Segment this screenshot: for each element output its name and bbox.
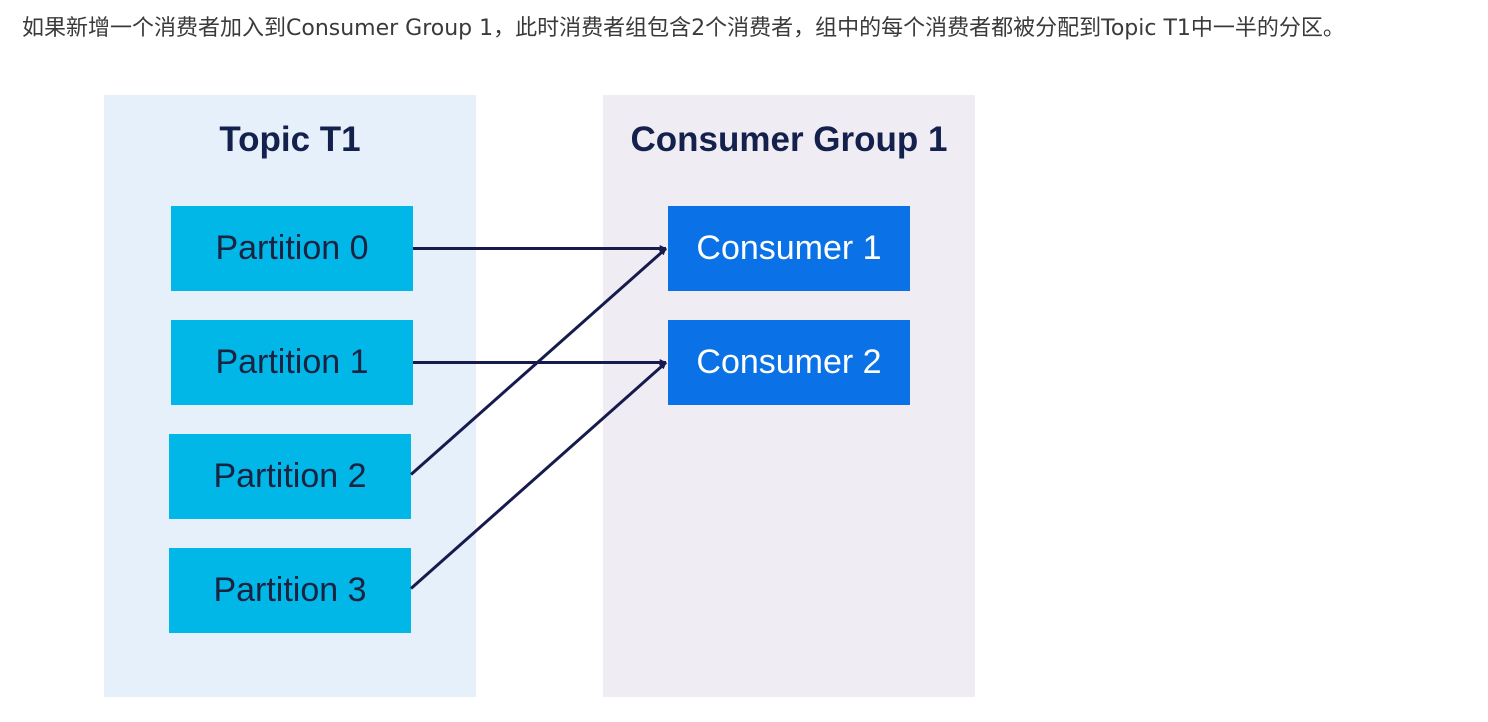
partition-1-box: Partition 1 [171,320,413,405]
topic-title: Topic T1 [219,120,361,159]
consumer-group-panel: Consumer Group 1 [603,95,975,697]
consumer-1-box: Consumer 1 [668,206,910,291]
consumer-2-box: Consumer 2 [668,320,910,405]
consumer-group-title: Consumer Group 1 [630,120,948,159]
partition-2-box: Partition 2 [169,434,411,519]
partition-0-box: Partition 0 [171,206,413,291]
partition-3-box: Partition 3 [169,548,411,633]
arrow-partition-3-to-consumer-2 [410,361,667,590]
arrow-partition-2-to-consumer-1 [410,247,667,476]
intro-paragraph: 如果新增一个消费者加入到Consumer Group 1，此时消费者组包含2个消… [22,16,1345,41]
